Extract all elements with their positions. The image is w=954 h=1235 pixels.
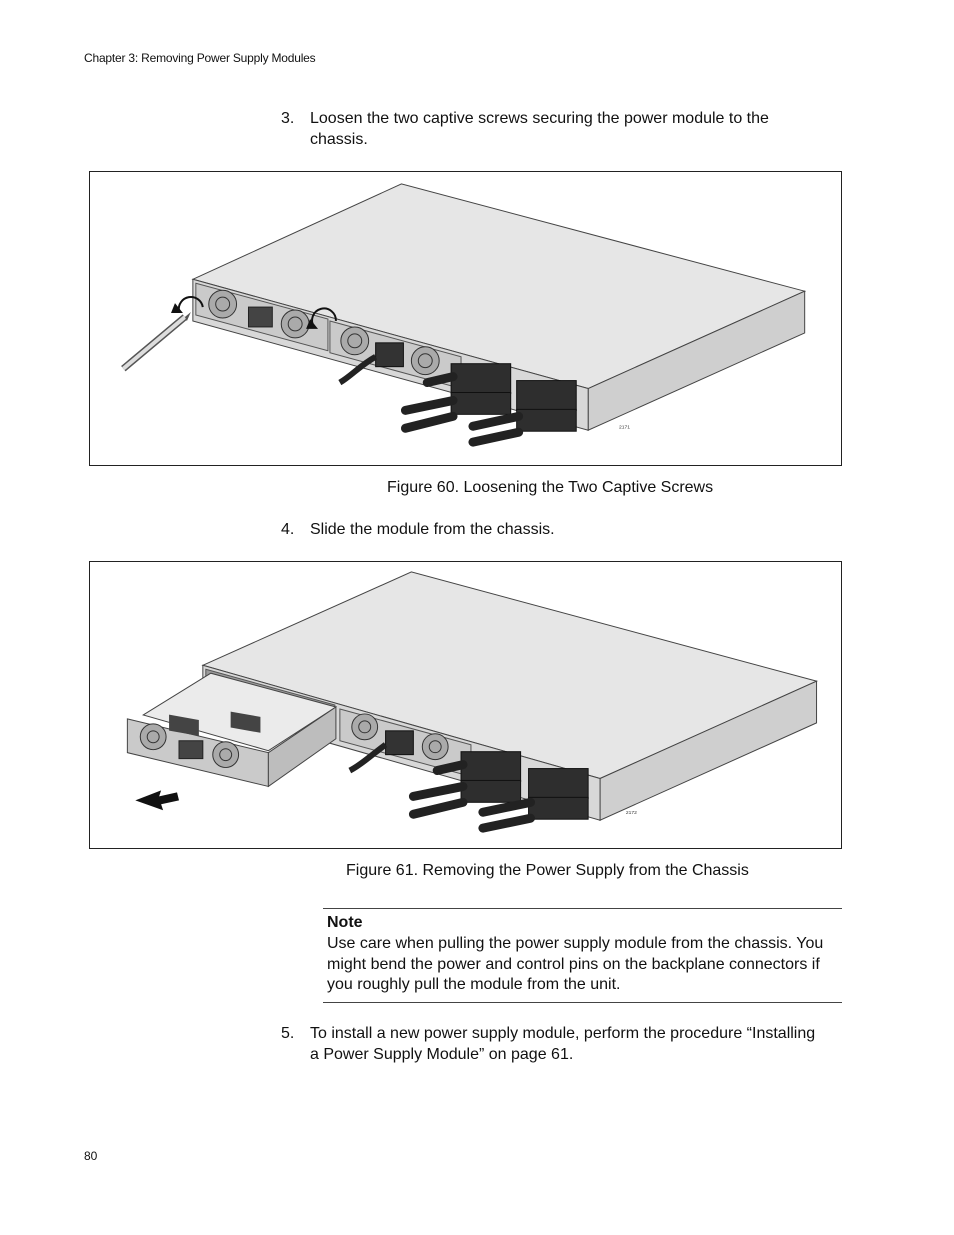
- step-number: 3.: [281, 110, 295, 127]
- note-title: Note: [327, 914, 363, 931]
- figure-61-image: 2172: [89, 561, 842, 849]
- note-body: Use care when pulling the power supply m…: [327, 935, 824, 993]
- running-header: Chapter 3: Removing Power Supply Modules: [84, 51, 316, 65]
- step-4: 4. Slide the module from the chassis.: [281, 519, 821, 540]
- step-text: Loosen the two captive screws securing t…: [310, 110, 769, 148]
- figure-60-image: 2171: [89, 171, 842, 466]
- figure-61-caption: Figure 61. Removing the Power Supply fro…: [346, 862, 749, 879]
- note-box: Note Use care when pulling the power sup…: [323, 908, 842, 1003]
- step-text: Slide the module from the chassis.: [310, 521, 555, 538]
- figure-art-id: 2171: [619, 424, 630, 430]
- page-number: 80: [84, 1149, 98, 1163]
- step-3: 3. Loosen the two captive screws securin…: [281, 108, 821, 150]
- step-5: 5. To install a new power supply module,…: [281, 1023, 821, 1065]
- figure-60-caption: Figure 60. Loosening the Two Captive Scr…: [387, 479, 714, 496]
- step-number: 4.: [281, 521, 295, 538]
- figure-art-id: 2172: [626, 810, 637, 816]
- step-text: To install a new power supply module, pe…: [310, 1025, 816, 1063]
- step-number: 5.: [281, 1025, 295, 1042]
